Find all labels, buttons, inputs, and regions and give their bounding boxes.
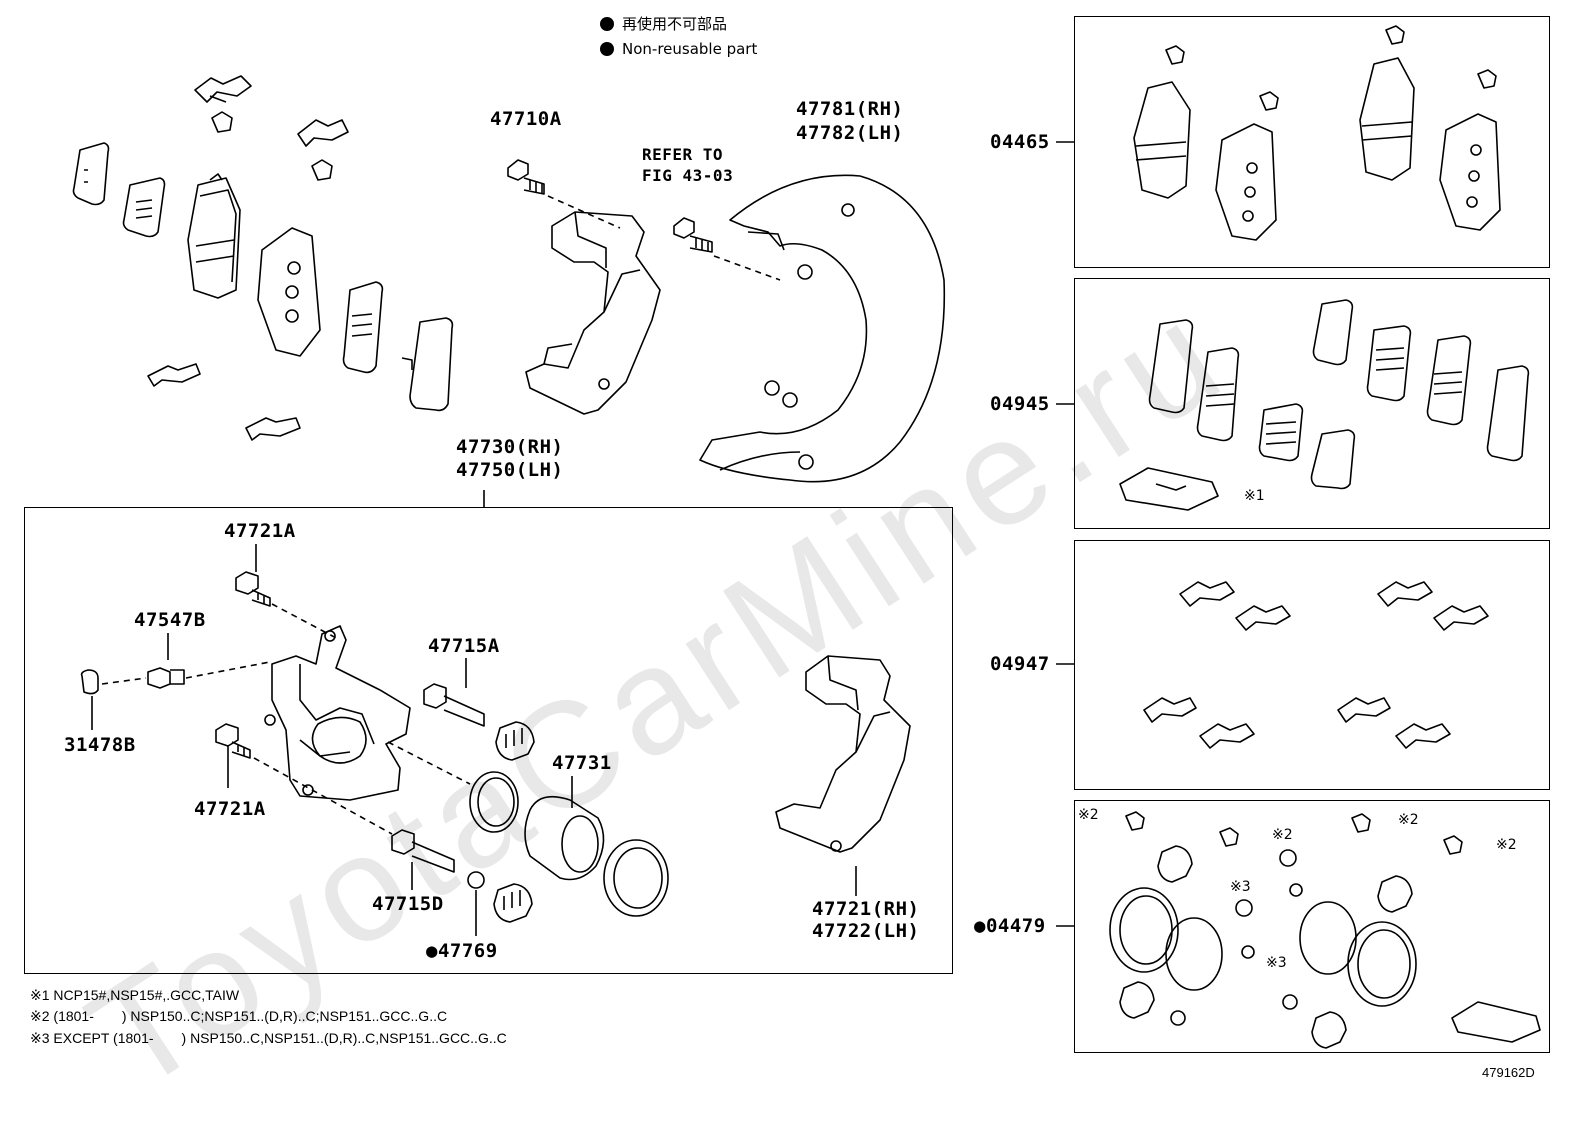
marker-note2: ※2 [1496,837,1517,853]
pad-clip-5[interactable] [147,363,201,387]
label-47721-rh: 47721(RH) [812,898,920,920]
caliper-mounting-bracket-47721[interactable] [775,655,911,853]
leader-dashed [185,661,271,679]
footnote-2: ※2 (1801- ) NSP150..C;NSP151..(D,R)..C;N… [30,1008,448,1024]
piston-47731[interactable] [524,795,605,881]
disc-brake-dust-cover[interactable] [699,174,946,483]
caliper-mounting-bracket[interactable] [525,211,661,415]
cylinder-body[interactable] [264,625,411,801]
kit-box-04465 [1074,16,1550,268]
kit-box-04945 [1074,278,1550,529]
leader-dashed [253,757,393,835]
grease-packet-04945[interactable] [1119,467,1219,511]
label-47731: 47731 [552,752,612,774]
label-47781-rh: 47781(RH) [796,98,904,120]
label-47715D: 47715D [372,893,444,915]
brake-pad-outer[interactable] [257,227,321,357]
marker-note3: ※3 [1230,879,1251,895]
shim-plate-1[interactable] [72,142,110,206]
label-47722-lh: 47722(LH) [812,920,920,942]
footnote-1: ※1 NCP15#,NSP15#,.GCC,TAIW [30,987,240,1003]
bleeder-plug-47547B[interactable] [147,667,185,689]
label-04945: 04945 [990,393,1050,415]
label-47715A: 47715A [428,635,500,657]
leader-dashed [271,603,341,641]
non-reusable-dot-icon [600,42,614,56]
label-31478B: 31478B [64,734,136,756]
label-04479: ●04479 [974,915,1046,937]
label-47782-lh: 47782(LH) [796,122,904,144]
non-reusable-dot-icon [600,17,614,31]
pad-clip-4[interactable] [311,159,333,181]
bushing-47769[interactable] [467,871,485,889]
label-47769: ●47769 [426,940,498,962]
clip-kit-04947[interactable] [1143,581,1489,749]
pad-clip-2[interactable] [211,111,233,133]
pad-kit-04465-right[interactable] [1359,25,1501,231]
bolt-47710A[interactable] [507,159,545,195]
marker-note3: ※3 [1266,955,1287,971]
label-47547B: 47547B [134,609,206,631]
label-47730-rh: 47730(RH) [456,436,564,458]
bolt-47721A-upper[interactable] [235,571,271,607]
caliper-assembly-box [24,507,953,974]
marker-note1: ※1 [1244,488,1265,504]
bleeder-plug-cap-31478B[interactable] [80,669,99,695]
leader-dashed [547,195,621,229]
leader-dashed [387,741,471,785]
pad-clip-1[interactable] [194,75,252,103]
figure-code: 479162D [1482,1065,1535,1080]
seal-kit-04479[interactable] [1109,811,1541,1049]
label-47750-lh: 47750(LH) [456,459,564,481]
parts-diagram [72,25,1541,1049]
legend-english: Non-reusable part [600,42,757,57]
leader-dashed [713,255,781,281]
boot-upper[interactable] [495,721,535,761]
footnote-3: ※3 EXCEPT (1801- ) NSP150..C,NSP151..(D,… [30,1030,507,1046]
label-04947: 04947 [990,653,1050,675]
kit-box-04479 [1074,800,1550,1053]
cylinder-boot[interactable] [603,839,669,917]
slide-pin-47715A[interactable] [423,683,485,727]
label-fig-ref: FIG 43-03 [642,166,734,185]
pad-clip-6[interactable] [245,417,301,441]
boot-lower[interactable] [493,883,533,923]
label-47721A-upper: 47721A [224,520,296,542]
legend-japanese: 再使用不可部品 [600,17,727,32]
marker-note2: ※2 [1398,812,1419,828]
shim-plate-3[interactable] [342,281,384,374]
pad-kit-04465-left[interactable] [1133,45,1279,241]
label-leaders [91,141,1074,936]
marker-note2: ※2 [1078,807,1099,823]
slide-pin-47715D[interactable] [391,829,455,873]
shim-plate-2[interactable] [122,177,166,238]
marker-note2: ※2 [1272,827,1293,843]
shim-plate-4[interactable] [401,317,454,412]
label-refer-to: REFER TO [642,145,724,164]
shim-kit-04945[interactable] [1148,299,1530,490]
bolt-47721A-lower[interactable] [215,723,251,759]
kit-box-04947 [1074,540,1550,790]
brake-pad-inner[interactable] [187,173,241,299]
leader-dashed [101,677,147,685]
bolt-refer-fig[interactable] [673,217,713,253]
label-04465: 04465 [990,131,1050,153]
pad-clip-3[interactable] [297,119,349,147]
label-47721A-lower: 47721A [194,798,266,820]
piston-seal[interactable] [469,771,519,833]
label-47710A: 47710A [490,108,562,130]
